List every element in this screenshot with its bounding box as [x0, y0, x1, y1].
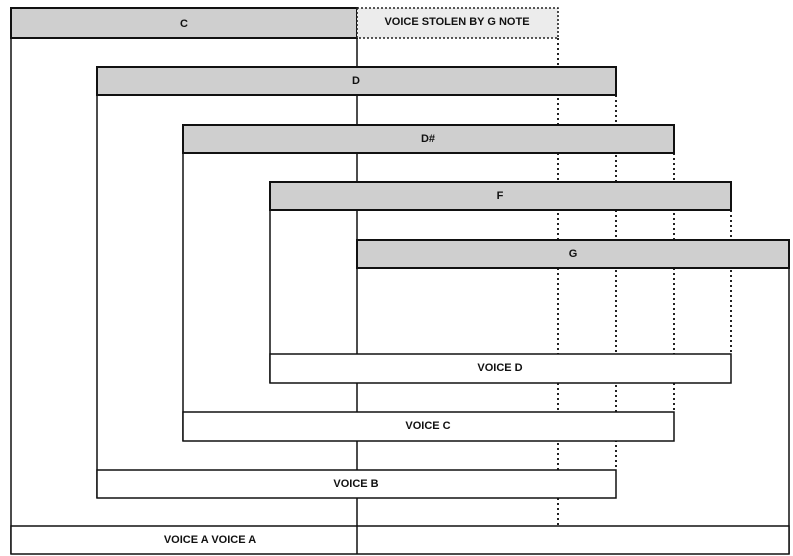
stolen-label: VOICE STOLEN BY G NOTE — [384, 16, 529, 28]
voice-box-a: VOICE A VOICE A — [10, 525, 790, 555]
note-label-f: F — [497, 190, 504, 202]
voice-box-d: VOICE D — [269, 353, 732, 384]
note-label-d: D — [352, 75, 360, 87]
stolen-voice-segment: VOICE STOLEN BY G NOTE — [356, 7, 559, 39]
note-bar-d-sharp: D# — [182, 124, 675, 154]
note-bar-f: F — [269, 181, 732, 211]
voice-label-c: VOICE C — [405, 420, 450, 432]
note-bar-g: G — [356, 239, 790, 269]
note-label-c: C — [180, 18, 188, 30]
note-bar-d: D — [96, 66, 617, 96]
note-bar-c: C — [10, 7, 358, 39]
frame-lines — [10, 8, 790, 554]
voice-label-a: VOICE A VOICE A — [164, 534, 256, 546]
voice-label-b: VOICE B — [333, 478, 378, 490]
note-label-d-sharp: D# — [421, 133, 435, 145]
release-dotted-lines — [557, 38, 732, 528]
voice-box-b: VOICE B — [96, 469, 617, 499]
note-label-g: G — [569, 248, 578, 260]
voice-box-c: VOICE C — [182, 411, 675, 442]
voice-label-d: VOICE D — [477, 362, 522, 374]
